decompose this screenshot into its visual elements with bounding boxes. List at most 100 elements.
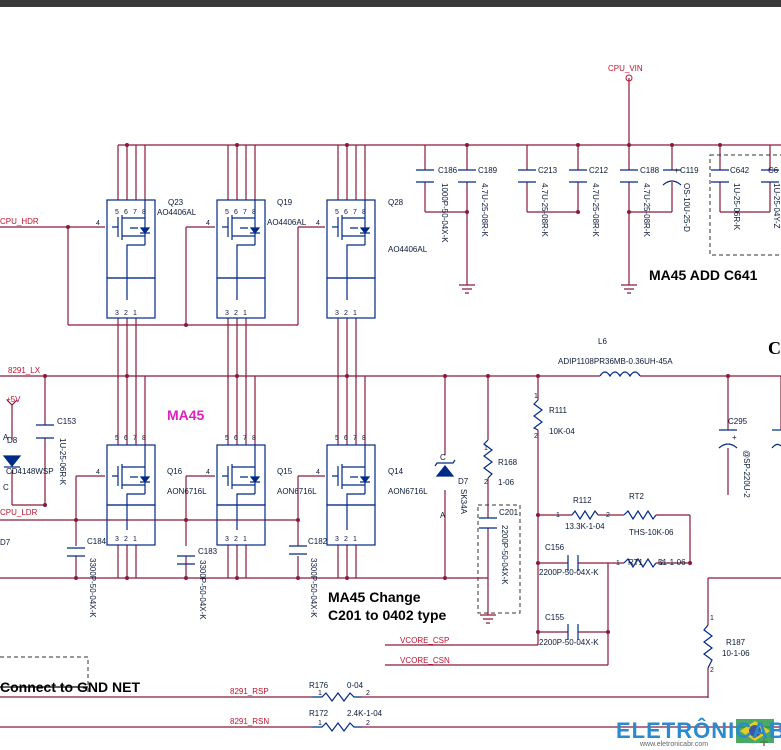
c642-value: 1U-25-06R-K xyxy=(732,183,741,231)
mosfet-q16[interactable] xyxy=(106,444,156,546)
net-cpu-hdr: CPU_HDR xyxy=(0,217,39,226)
l6-ref: L6 xyxy=(598,337,607,346)
rt1-ref: RT1 xyxy=(628,558,644,567)
svg-text:2: 2 xyxy=(124,310,128,317)
q23-ref: Q23 xyxy=(168,198,184,207)
c186-value: 1000P-50-04X-K xyxy=(440,183,449,243)
svg-text:1: 1 xyxy=(133,536,137,543)
c189-ref: C189 xyxy=(478,166,498,175)
net-8291-rsp: 8291_RSP xyxy=(230,687,269,696)
ma45-highlight-label: MA45 xyxy=(167,407,205,423)
q15-part: AON6716L xyxy=(277,487,317,496)
resistor-r176 xyxy=(312,692,362,702)
d8-part: CD4148WSP xyxy=(6,467,54,476)
c213-ref: C213 xyxy=(538,166,558,175)
c119-ref: C119 xyxy=(680,166,699,175)
resistor-r187 xyxy=(703,624,713,669)
svg-text:7: 7 xyxy=(353,209,357,216)
d7-anode-pin: A xyxy=(440,511,446,520)
r111-value: 10K-04 xyxy=(549,427,575,436)
net-8291-lx: 8291_LX xyxy=(8,366,41,375)
q28-ref: Q28 xyxy=(388,198,404,207)
capacitor-c295 xyxy=(718,429,781,449)
resistor-rt1 xyxy=(623,557,657,569)
svg-text:4: 4 xyxy=(96,469,100,476)
svg-text:6: 6 xyxy=(124,435,128,442)
note-ma45-add: MA45 ADD C641 xyxy=(649,267,758,283)
c153-ref: C153 xyxy=(57,417,77,426)
d8-anode-pin: A xyxy=(3,433,9,442)
watermark-url: www.eletronicabr.com xyxy=(640,741,709,748)
resistor-r172 xyxy=(312,722,362,732)
svg-text:8: 8 xyxy=(362,209,366,216)
vin-port-icon xyxy=(625,74,633,82)
edge-letter-c: C xyxy=(768,338,781,358)
svg-text:2: 2 xyxy=(606,512,610,519)
q14-part: AON6716L xyxy=(388,487,428,496)
svg-text:2: 2 xyxy=(484,479,488,486)
net-cpu-ldr: CPU_LDR xyxy=(0,508,38,517)
svg-text:2: 2 xyxy=(710,667,714,674)
capacitor-c201 xyxy=(479,517,497,529)
mosfet-q28[interactable] xyxy=(326,199,376,319)
d8-cathode-pin: C xyxy=(3,483,9,492)
net-plus5v: +5V xyxy=(6,395,21,404)
svg-text:7: 7 xyxy=(133,209,137,216)
svg-text:1: 1 xyxy=(353,536,357,543)
capacitor-c153 xyxy=(36,424,54,439)
svg-text:8: 8 xyxy=(252,209,256,216)
svg-text:7: 7 xyxy=(133,435,137,442)
rt1-value: 51-1-06 xyxy=(658,558,686,567)
svg-text:8: 8 xyxy=(142,435,146,442)
svg-text:8: 8 xyxy=(362,435,366,442)
top-capacitors xyxy=(416,169,779,186)
rt2-ref: RT2 xyxy=(629,492,645,501)
mosfet-q19[interactable] xyxy=(216,199,266,319)
svg-text:3: 3 xyxy=(115,536,119,543)
c183-ref: C183 xyxy=(198,547,218,556)
r112-value: 13.3K-1-04 xyxy=(565,522,605,531)
c119-value: OS-10U-25-D xyxy=(682,183,691,232)
c212-value: 4.7U-25-08R-K xyxy=(591,183,600,237)
resistor-r111 xyxy=(532,399,543,431)
svg-text:6: 6 xyxy=(234,435,238,442)
svg-text:6: 6 xyxy=(124,209,128,216)
svg-text:6: 6 xyxy=(234,209,238,216)
resistor-r168 xyxy=(483,439,493,479)
svg-text:6: 6 xyxy=(344,435,348,442)
svg-text:1: 1 xyxy=(710,615,714,622)
q23-part: AO4406AL xyxy=(157,208,197,217)
diode-d8 xyxy=(2,455,22,468)
c155-value: 2200P-50-04X-K xyxy=(539,638,599,647)
wires xyxy=(0,78,781,728)
c201-value: 2200P-50-04X-K xyxy=(500,525,509,585)
mosfet-q23[interactable] xyxy=(106,199,156,319)
c156-ref: C156 xyxy=(545,543,565,552)
c6-ref: C6 xyxy=(768,166,779,175)
svg-text:5: 5 xyxy=(335,435,339,442)
q19-part: AO4406AL xyxy=(267,218,307,227)
watermark-flag-icon xyxy=(736,719,774,743)
svg-text:4: 4 xyxy=(316,220,320,227)
mosfet-q14[interactable] xyxy=(326,444,376,546)
svg-text:2: 2 xyxy=(344,536,348,543)
diode-d7 xyxy=(434,459,456,477)
r168-value: 1-06 xyxy=(498,478,515,487)
sense-capacitors xyxy=(567,555,579,640)
svg-text:1: 1 xyxy=(484,445,488,452)
c184-ref: C184 xyxy=(87,537,107,546)
q14-ref: Q14 xyxy=(388,467,404,476)
rt2-value: THS-10K-06 xyxy=(629,528,674,537)
d7-left-ref: D7 xyxy=(0,538,11,547)
d7-ref: D7 xyxy=(458,477,469,486)
svg-text:1: 1 xyxy=(318,720,322,727)
q15-ref: Q15 xyxy=(277,467,293,476)
q16-part: AON6716L xyxy=(167,487,207,496)
svg-text:2: 2 xyxy=(124,536,128,543)
c153-value: 1U-25-06R-K xyxy=(58,438,67,486)
connect-note-border xyxy=(0,656,89,695)
c155-ref: C155 xyxy=(545,613,565,622)
mosfet-q15[interactable] xyxy=(216,444,266,546)
